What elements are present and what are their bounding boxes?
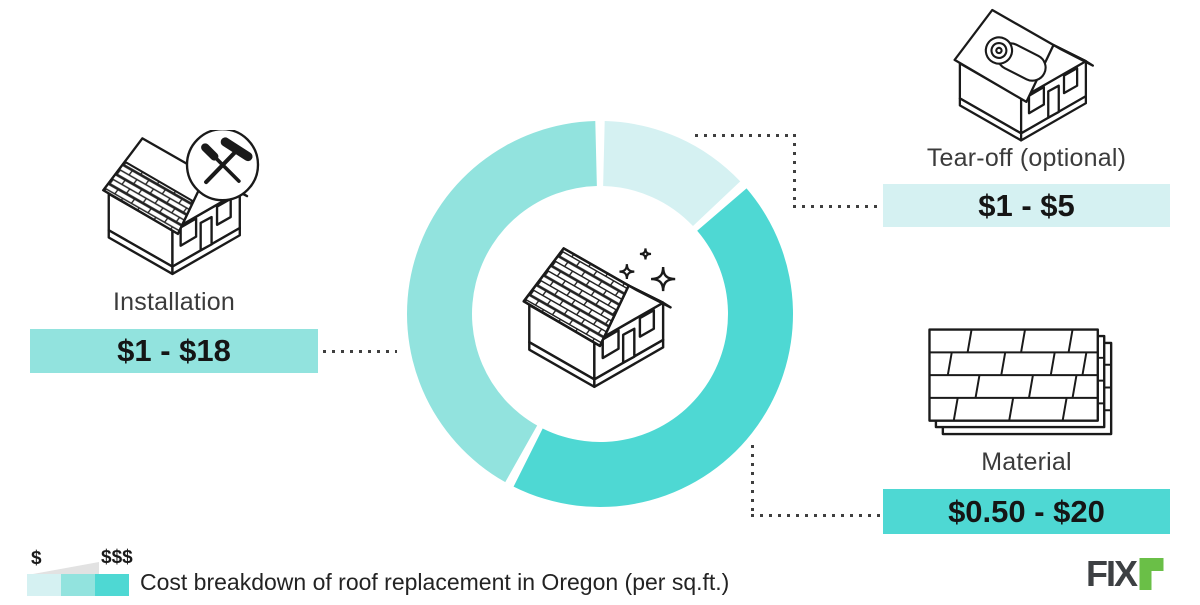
fixr-logo[interactable]: FIX [1086, 556, 1164, 592]
shingle-stack-icon [928, 328, 1113, 436]
donut-segment-installation [407, 121, 597, 483]
chart-caption: Cost breakdown of roof replacement in Or… [140, 569, 730, 595]
installation-value-bar: $1 - $18 [30, 329, 318, 373]
tear-off-connector-line [695, 134, 795, 137]
legend-ramp-icon [33, 562, 99, 574]
donut-segment-tear-off-optional [603, 121, 741, 227]
legend-min-symbol: $ [31, 548, 42, 569]
tear-off-label: Tear-off (optional) [926, 144, 1127, 172]
tear-off-connector-line [793, 205, 883, 208]
material-connector-line [751, 514, 883, 517]
material-value-bar: $0.50 - $20 [883, 489, 1170, 534]
legend-swatch [27, 574, 61, 596]
installation-label: Installation [113, 288, 235, 316]
legend-swatch [95, 574, 129, 596]
house-with-roll-icon [953, 8, 1095, 142]
roofing-roll-icon [984, 36, 1047, 82]
material-connector-line [751, 445, 754, 517]
hammer-screwdriver-icon [201, 137, 253, 185]
tear-off-value: $1 - $5 [978, 188, 1075, 223]
installation-value: $1 - $18 [117, 333, 231, 368]
legend-max-symbol: $$$ [101, 547, 133, 568]
material-label: Material [981, 448, 1072, 476]
tear-off-connector-line [793, 134, 796, 208]
donut-chart [407, 121, 793, 508]
tear-off-value-bar: $1 - $5 [883, 184, 1170, 227]
legend-swatch [61, 574, 95, 596]
legend-swatches [27, 574, 129, 596]
house-sparkle-icon [522, 247, 677, 389]
tools-badge [185, 130, 260, 202]
material-value: $0.50 - $20 [948, 494, 1105, 529]
fixr-logo-r-glyph [1139, 558, 1164, 590]
fixr-logo-text: FIX [1086, 553, 1138, 594]
installation-connector-line [323, 350, 397, 353]
donut-segment-material [513, 188, 793, 508]
house-with-tools-icon [101, 130, 260, 276]
